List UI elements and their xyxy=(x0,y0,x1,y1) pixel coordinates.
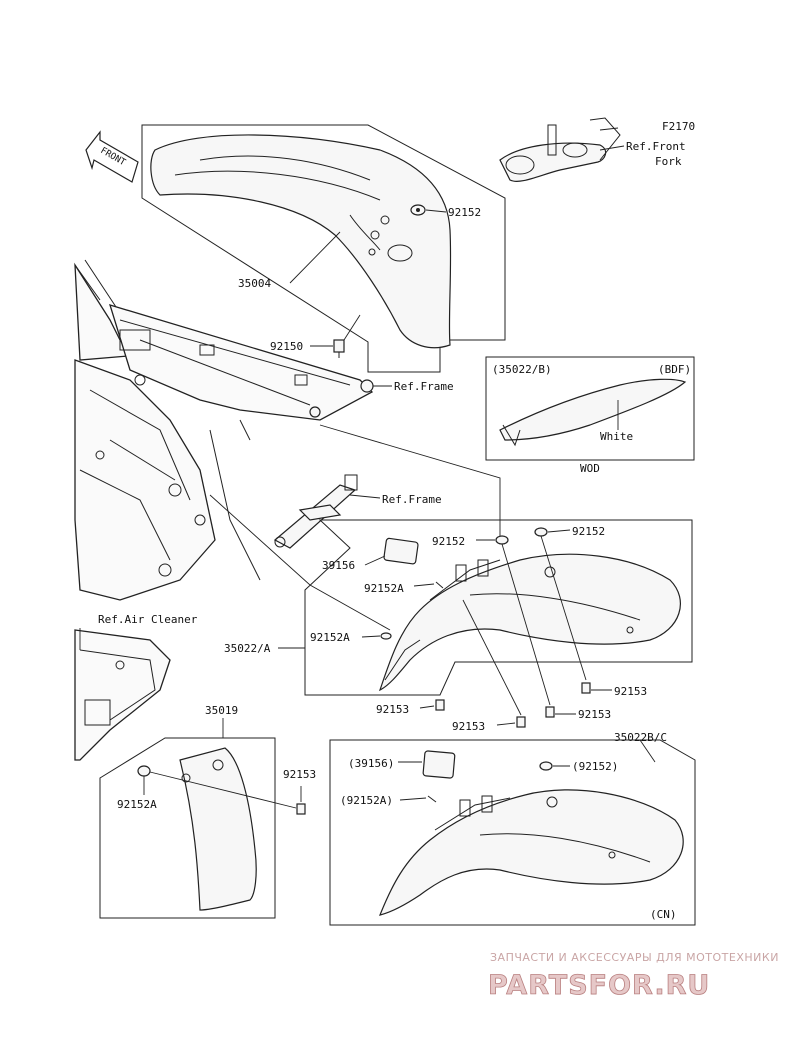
air-cleaner-reference xyxy=(74,629,171,761)
bolt-92153-e xyxy=(296,803,306,815)
label-92152a-lower: 92152A xyxy=(310,631,350,644)
bolt-92153-c xyxy=(545,706,555,718)
ref-frame-label-1: Ref.Frame xyxy=(394,380,454,393)
bolt-92150 xyxy=(333,339,345,358)
label-92153-c: 92153 xyxy=(578,708,611,721)
clip-92152a-cn xyxy=(427,795,437,803)
label-92152a-paren: (92152A) xyxy=(340,794,393,807)
label-92152-top: 92152 xyxy=(448,206,481,219)
front-fender-group-outline xyxy=(141,124,506,373)
label-92152-mid-b: 92152 xyxy=(572,525,605,538)
label-92152a-left: 92152A xyxy=(117,798,157,811)
label-92150: 92150 xyxy=(270,340,303,353)
label-35004: 35004 xyxy=(238,277,271,290)
clip-92152a-lower xyxy=(380,632,392,640)
bolt-92153-a xyxy=(581,682,591,694)
mud-flap-part xyxy=(179,747,257,911)
washer-92152-top xyxy=(410,204,426,216)
washer-92152-cn xyxy=(539,761,553,771)
label-35019: 35019 xyxy=(205,704,238,717)
front-fender-part xyxy=(150,134,452,349)
watermark-brand: PARTSFOR.RU xyxy=(488,970,710,1001)
frame-reference xyxy=(74,259,374,601)
ref-front-fork-label-2: Fork xyxy=(655,155,682,168)
rear-fender-group-outline xyxy=(304,519,693,696)
front-fork-reference xyxy=(499,117,621,182)
mud-flap-group-outline xyxy=(99,737,276,919)
label-92152-paren: (92152) xyxy=(572,760,618,773)
rear-fender-part xyxy=(378,553,681,692)
label-92152a-upper: 92152A xyxy=(364,582,404,595)
rear-bracket-reference xyxy=(273,474,358,549)
label-92153-a: 92153 xyxy=(614,685,647,698)
label-cn: (CN) xyxy=(650,908,677,921)
variant-b-market: WOD xyxy=(580,462,600,475)
washer-92152-mid-b xyxy=(534,527,548,537)
reflector-39156 xyxy=(383,537,419,565)
diagram-code: F2170 xyxy=(662,120,695,133)
label-92153-b: 92153 xyxy=(376,703,409,716)
label-92153-d: 92153 xyxy=(452,720,485,733)
variant-bdf-panel xyxy=(485,356,695,461)
label-39156: 39156 xyxy=(322,559,355,572)
watermark-tagline: ЗАПЧАСТИ И АКСЕССУАРЫ ДЛЯ МОТОТЕХНИКИ xyxy=(490,951,779,964)
ref-frame-label-2: Ref.Frame xyxy=(382,493,442,506)
label-35022a: 35022/A xyxy=(224,642,271,655)
variant-b-country: (BDF) xyxy=(658,363,691,376)
ref-front-fork-label: Ref.Front xyxy=(626,140,686,153)
ref-air-cleaner-label: Ref.Air Cleaner xyxy=(98,613,198,626)
clip-92152a-upper xyxy=(435,581,444,589)
clip-92152a-left xyxy=(137,765,151,777)
label-39156-paren: (39156) xyxy=(348,757,394,770)
label-35022bc: 35022B/C xyxy=(614,731,667,744)
bolt-92153-b xyxy=(435,699,445,711)
label-92153-e: 92153 xyxy=(283,768,316,781)
variant-b-code: (35022/B) xyxy=(492,363,552,376)
front-arrow-icon: FRONT xyxy=(85,130,139,183)
rear-fender-cn-group-outline xyxy=(329,739,696,926)
variant-b-color: White xyxy=(600,430,633,443)
reflector-39156-cn xyxy=(422,750,456,779)
washer-92152-mid-a xyxy=(495,535,509,545)
label-92152-mid-a: 92152 xyxy=(432,535,465,548)
bolt-92153-d xyxy=(516,716,526,728)
rear-fender-cn-part xyxy=(379,789,684,916)
